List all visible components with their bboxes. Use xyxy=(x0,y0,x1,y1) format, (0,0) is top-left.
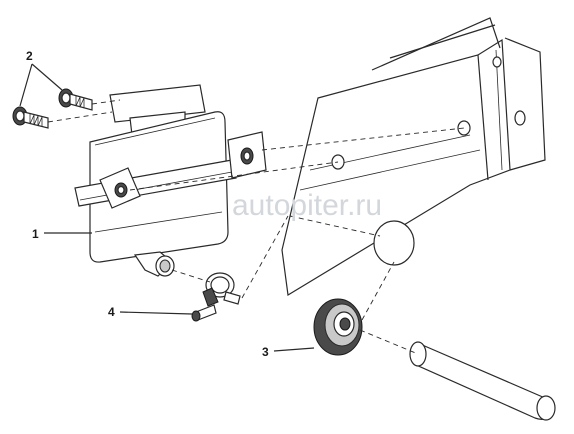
callout-4: 4 xyxy=(108,305,193,319)
washer-reservoir xyxy=(74,84,267,277)
hose-clamp xyxy=(191,272,241,322)
bolts xyxy=(12,88,93,129)
callout-2: 2 xyxy=(19,49,63,107)
assembly-lines xyxy=(47,99,465,355)
callout-2-label: 2 xyxy=(26,49,33,63)
watermark-text: autopiter.ru xyxy=(232,189,382,222)
grommet xyxy=(313,298,363,356)
callout-3-label: 3 xyxy=(262,345,269,359)
callout-3: 3 xyxy=(262,345,315,359)
callout-4-label: 4 xyxy=(108,305,115,319)
body-panel xyxy=(281,17,546,296)
callout-1: 1 xyxy=(32,227,92,241)
filler-tube xyxy=(409,341,556,421)
callout-1-label: 1 xyxy=(32,227,39,241)
